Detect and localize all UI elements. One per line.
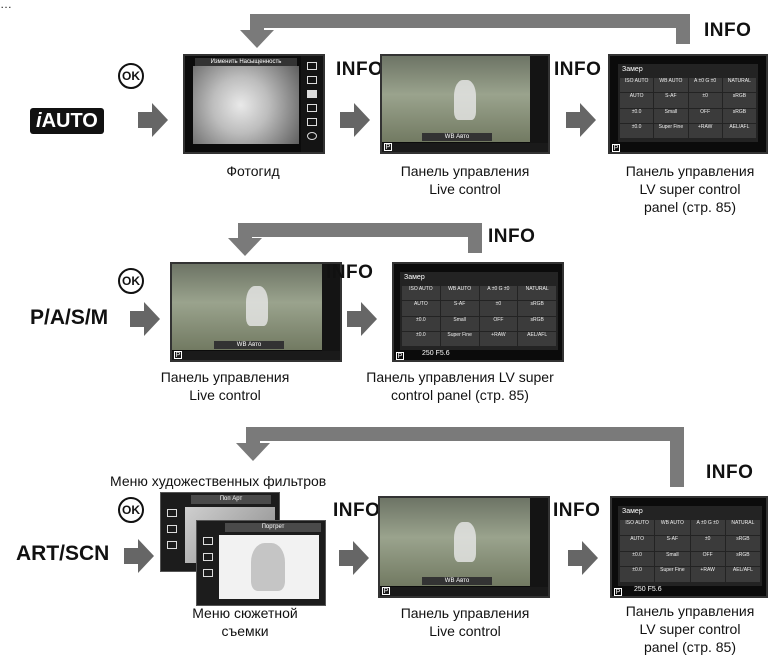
artscn-mode-label: ART/SCN bbox=[16, 542, 110, 565]
exposure-readout: 250 F5.6 bbox=[422, 350, 450, 357]
wb-label: WB Авто bbox=[422, 133, 492, 141]
loop-arrowhead-row1 bbox=[240, 30, 274, 48]
loop-arrow-row1-left bbox=[250, 14, 264, 34]
loop-arrow-row1 bbox=[250, 14, 690, 28]
info-label-row3-top: INFO bbox=[706, 462, 754, 483]
arrow-right-icon bbox=[340, 103, 370, 137]
info-label-row3-a: INFO bbox=[333, 500, 381, 521]
wb-label: WB Авто bbox=[422, 577, 492, 585]
arrow-right-icon bbox=[138, 103, 168, 137]
live-control-screen-row3: WB Авто P bbox=[378, 496, 550, 598]
photo-guide-screen: Изменить Насыщенность bbox=[183, 54, 325, 154]
loop-arrow-row2 bbox=[238, 223, 482, 237]
guide-title: Изменить Насыщенность bbox=[195, 58, 297, 66]
info-label-row1-b: INFO bbox=[554, 59, 602, 80]
super-panel-title: Замер bbox=[622, 66, 643, 73]
caption-photo-guide: Фотогид bbox=[226, 163, 280, 179]
arrow-right-icon bbox=[347, 302, 377, 336]
arrow-right-icon bbox=[568, 541, 598, 575]
top-cut-text: … bbox=[0, 0, 12, 8]
pasm-mode-label: P/A/S/M bbox=[30, 306, 109, 329]
loop-arrowhead-row2 bbox=[228, 238, 262, 256]
ok-button-icon: OK bbox=[118, 268, 144, 294]
ok-button-icon: OK bbox=[118, 497, 144, 523]
ok-button-icon: OK bbox=[118, 63, 144, 89]
live-control-screen-row1: WB Авто P bbox=[380, 54, 550, 154]
iauto-mode-icon: iAUTO bbox=[30, 108, 104, 134]
live-control-screen-row2: WB Авто P bbox=[170, 262, 342, 362]
info-label-row2-a: INFO bbox=[326, 262, 374, 283]
loop-arrow-row1-right bbox=[676, 14, 690, 44]
info-label-row1-a: INFO bbox=[336, 59, 384, 80]
loop-arrow-row3-right bbox=[670, 427, 684, 487]
arrow-right-icon bbox=[124, 539, 154, 573]
arrow-right-icon bbox=[130, 302, 160, 336]
loop-arrowhead-row3 bbox=[236, 443, 270, 461]
info-label-row3-b: INFO bbox=[553, 500, 601, 521]
loop-arrow-row2-right bbox=[468, 223, 482, 253]
art-filter-menu-label: Меню художественных фильтров bbox=[110, 473, 327, 489]
loop-arrow-row2-left bbox=[238, 223, 252, 241]
loop-arrow-row3 bbox=[246, 427, 684, 441]
info-label-row2-top: INFO bbox=[488, 226, 536, 247]
arrow-right-icon bbox=[566, 103, 596, 137]
scene-menu-screen: Портрет bbox=[196, 520, 326, 606]
info-label-row1-top: INFO bbox=[704, 20, 752, 41]
wb-label: WB Авто bbox=[214, 341, 284, 349]
arrow-right-icon bbox=[339, 541, 369, 575]
loop-arrow-row3-left bbox=[246, 427, 260, 447]
